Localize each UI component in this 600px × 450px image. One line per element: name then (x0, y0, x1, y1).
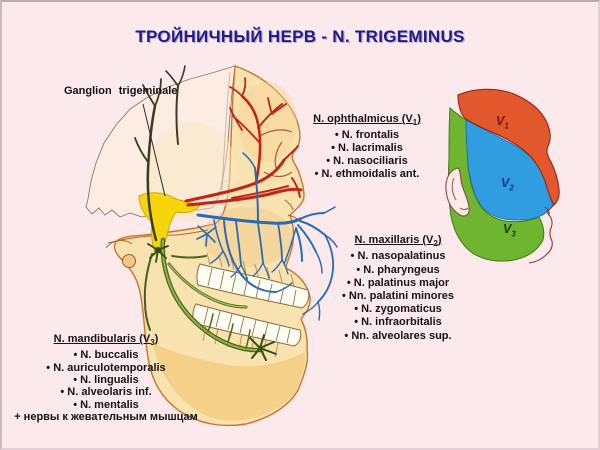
face-v3-label: V3 (503, 222, 516, 239)
mandibularis-header: N. mandibularis (V3) (53, 333, 159, 348)
ophthalmicus-header: N. ophthalmicus (V1) (313, 113, 421, 128)
face-map (445, 88, 560, 264)
v2-region-shape (465, 119, 554, 221)
nerve-item: • N. buccalis (73, 349, 139, 362)
ear-shape (445, 167, 470, 217)
nerve-item: • N. ethmoidalis ant. (314, 168, 420, 181)
nose-lines (284, 199, 298, 220)
nerve-item: • N. frontalis (334, 129, 400, 142)
maxillaris-list: N. maxillaris (V2) • N. nasopalatinus • … (331, 234, 465, 343)
ganglion-pointer-line (142, 103, 166, 197)
slide-title: ТРОЙНИЧНЫЙ НЕРВ - N. TRIGEMINUS (135, 27, 465, 46)
ganglion-label: Ganglion trigeminale (64, 85, 178, 97)
v1-region-shape (457, 88, 560, 206)
nerve-item: • N. nasopalatinus (350, 250, 446, 263)
ophthalmic-nerves (184, 77, 303, 207)
ophthalmicus-list: N. ophthalmicus (V1) • N. frontalis • N.… (301, 113, 433, 181)
nerve-item: • N. alveolaris inf. (60, 386, 152, 399)
nerve-item: • N. infraorbitalis (354, 316, 442, 329)
nerve-item: • N. palatinus major (346, 276, 450, 289)
nerve-item: • N. lacrimalis (331, 142, 403, 155)
nerve-item: • Nn. palatini minores (341, 290, 455, 302)
nerve-item: • N. pharyngeus (356, 263, 440, 276)
face-v2-label: V2 (501, 176, 514, 193)
auriculotemporal-branches (134, 65, 186, 331)
nerve-item: • N. mentalis (73, 398, 139, 411)
nerve-item: • N. zygomaticus (354, 303, 442, 316)
mandibular-nerves (147, 237, 277, 361)
face-v1-label: V1 (496, 114, 509, 131)
mandibularis-list: N. mandibularis (V3) • N. buccalis • N. … (10, 333, 202, 423)
profile-lips-chin-outline (528, 204, 555, 264)
masticatory-note: + нервы к жевательным мышцам (14, 410, 198, 423)
nerve-item: • N. lingualis (73, 374, 139, 387)
zygomatic-arch-line (107, 229, 209, 244)
nerve-item: • N. auriculotemporalis (46, 361, 166, 374)
nerve-item: • N. nasociliaris (326, 155, 408, 168)
maxillary-nerves (196, 152, 338, 321)
ear-canal (122, 254, 136, 268)
maxillaris-header: N. maxillaris (V2) (354, 234, 442, 249)
nostril-line (544, 206, 550, 216)
orbit-lines (259, 129, 293, 178)
jaw-shading (152, 342, 306, 421)
nerve-item: • Nn. alveolares sup. (344, 329, 452, 342)
